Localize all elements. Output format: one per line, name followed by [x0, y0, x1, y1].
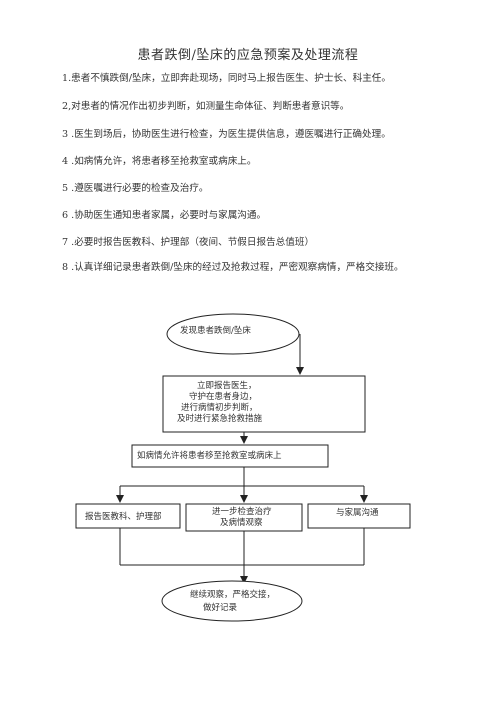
flow-branch-right-box [307, 503, 411, 529]
flow-end-line: 做好记录 [203, 602, 238, 613]
step-2: 2,对患者的情况作出初步判断，如测量生命体征、判断患者意识等。 [62, 101, 350, 112]
step-5: 5 .遵医嘱进行必要的检查及治疗。 [62, 183, 209, 194]
flow-step1-line: 进行病情初步判断， [181, 402, 258, 413]
flow-step1-line: 及时进行紧急抢救措施 [177, 413, 263, 424]
flow-branch-left-box [75, 503, 181, 529]
flow-branch-mid-line: 进一步检查治疗 [212, 506, 272, 517]
flow-step2-box [131, 444, 329, 468]
step-7: 7 .必要时报告医教科、护理部（夜间、节假日报告总值班） [62, 237, 315, 248]
document-title: 患者跌倒/坠床的应急预案及处理流程 [137, 48, 359, 63]
step-4: 4 .如病情允许，将患者移至抢救室或病床上。 [62, 156, 257, 167]
flow-start-node [166, 313, 300, 355]
step-8: 8 .认真详细记录患者跌倒/坠床的经过及抢救过程，严密观察病情，严格交接班。 [62, 262, 404, 273]
flow-branch-mid-line: 及病情观察 [220, 517, 263, 528]
flow-end-line: 继续观察，严格交接， [190, 589, 275, 600]
step-6: 6 .协助医生通知患者家属，必要时与家属沟通。 [62, 210, 267, 221]
step-3: 3 .医生到场后，协助医生进行检查，为医生提供信息，遵医嘱进行正确处理。 [62, 129, 391, 140]
flow-branch-right-label: 与家属沟通 [336, 507, 379, 518]
step-1: 1.患者不慎跌倒/坠床，立即奔赴现场，同时马上报告医生、护士长、科主任。 [62, 73, 391, 84]
flow-step1-box [162, 375, 366, 433]
flow-step1-line: 守护在患者身边， [189, 391, 257, 402]
flow-start-label: 发现患者跌倒/坠床 [180, 325, 251, 336]
flow-end-node [161, 580, 303, 622]
flow-step2-label: 如病情允许将患者移至抢救室或病床上 [137, 450, 282, 461]
flow-branch-left-label: 报告医教科、护理部 [85, 511, 162, 522]
flow-step1-line: 立即报告医生， [197, 380, 257, 391]
